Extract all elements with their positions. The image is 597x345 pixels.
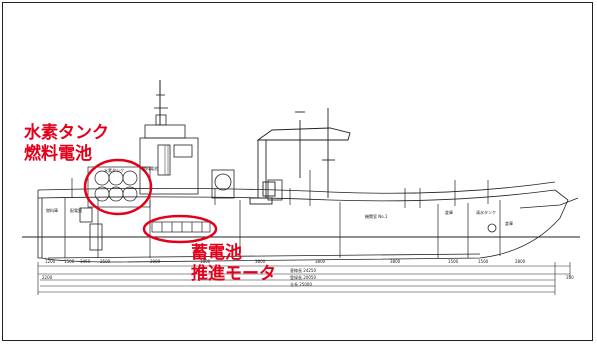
- hull-outline: [41, 189, 569, 263]
- overall-dim-1: 垂線長 24250: [290, 267, 316, 273]
- room-label-5: 清水タンク: [476, 209, 496, 215]
- sheer-line: [37, 181, 556, 194]
- overall-dim-right: 350: [566, 275, 574, 280]
- station-dim-2: 1450: [80, 259, 91, 264]
- deck-posts: [71, 170, 489, 208]
- battery-callout-line1: 蓄電池: [191, 243, 242, 263]
- station-dim-7: 3800: [315, 259, 326, 264]
- hydrogen-callout-line1: 水素タンク: [24, 123, 109, 143]
- stern-outline: [37, 190, 42, 259]
- station-dim-10: 1500: [478, 259, 489, 264]
- vent-box: [211, 169, 235, 199]
- porthole: [487, 223, 497, 233]
- station-dim-5: 1800: [200, 259, 211, 264]
- deck-line: [37, 189, 556, 202]
- station-dim-11: 2800: [515, 259, 526, 264]
- battery-drawing: [151, 221, 211, 233]
- rudder: [89, 223, 103, 251]
- door: [157, 144, 171, 176]
- station-dim-3: 2500: [100, 259, 111, 264]
- fc-label: 燃料電池: [142, 165, 158, 171]
- bulkheads: [64, 198, 501, 258]
- room-label-1: 配電盤: [70, 207, 82, 213]
- crane: [249, 108, 351, 205]
- station-dim-9: 1500: [448, 259, 459, 264]
- battery-callout-ring: [142, 214, 218, 244]
- station-dim-0: 1200: [45, 259, 56, 264]
- window: [173, 144, 193, 158]
- station-dim-4: 2000: [150, 259, 161, 264]
- room-label-4: 倉庫: [505, 220, 513, 226]
- station-dim-8: 3800: [390, 259, 401, 264]
- overall-dim-left: 2200: [42, 275, 53, 280]
- hydrogen-tank-drawing: [87, 166, 151, 208]
- keel-line: [47, 253, 481, 259]
- overall-dim-3: 全長 25000: [290, 281, 312, 287]
- room-label-2: 機関室 No.1: [365, 213, 388, 219]
- bow-line: [519, 197, 579, 209]
- battery-callout-line2: 推進モータ: [191, 264, 276, 284]
- overall-dim-2: 登録長 20050: [290, 274, 316, 280]
- wheelhouse-top: [144, 124, 186, 139]
- tank-label: 水素タンク: [104, 167, 124, 173]
- station-dim-6: 3800: [255, 259, 266, 264]
- hydrogen-callout-ring: [83, 158, 153, 216]
- station-dim-1: 1500: [64, 259, 75, 264]
- hydrogen-callout-line2: 燃料電池: [24, 144, 92, 164]
- room-label-0: 燃料庫: [46, 207, 58, 213]
- dimension-lines: [37, 262, 571, 295]
- room-label-3: 倉庫: [445, 209, 453, 215]
